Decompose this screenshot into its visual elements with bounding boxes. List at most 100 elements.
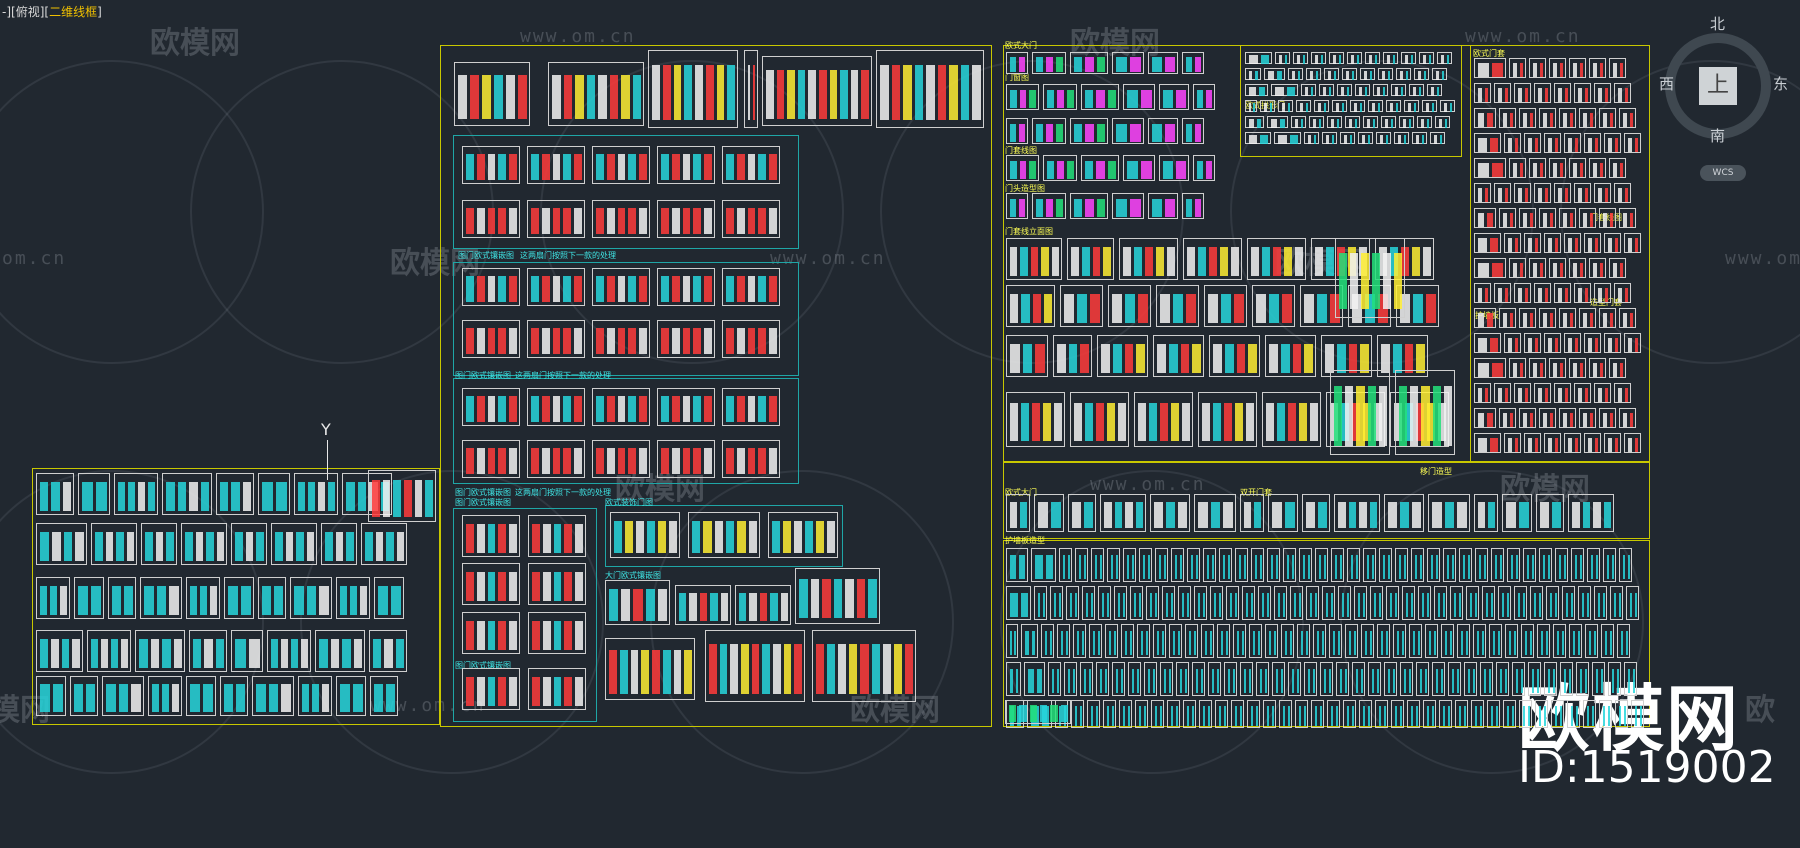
panel-e-frame[interactable] <box>605 505 843 567</box>
viewport-view-control[interactable]: -][俯视][ <box>2 5 50 19</box>
door-panel-thumbnail <box>462 388 520 426</box>
door-leaf-thumbnail <box>1119 700 1132 728</box>
panel-a-frame[interactable] <box>453 135 799 249</box>
compass-north[interactable]: 北 <box>1710 15 1726 33</box>
arch-door-thumbnail <box>1119 238 1178 280</box>
detail-thumbnail <box>1569 358 1586 378</box>
door-leaf-thumbnail <box>1105 624 1118 658</box>
panel-b-frame[interactable] <box>453 262 799 376</box>
door-leaf-thumbnail <box>1391 700 1404 728</box>
detail-thumbnail <box>1579 408 1596 428</box>
detail-thumbnail <box>1554 383 1571 403</box>
door-leaf-thumbnail <box>1489 624 1502 658</box>
arch-door-thumbnail <box>1377 335 1428 377</box>
visual-style-control[interactable]: 二维线框 <box>49 5 98 19</box>
door-elevation-thumbnail <box>321 523 357 565</box>
right-caption-3: 门套线图 <box>1005 146 1037 155</box>
door-leaf-thumbnail <box>1123 548 1136 582</box>
door-elevation-thumbnail <box>87 630 131 672</box>
door-leaf-thumbnail <box>1507 548 1520 582</box>
door-elevation-thumbnail <box>374 577 404 619</box>
drawing-frame-right-sub[interactable] <box>1240 45 1462 157</box>
door-panel-thumbnail <box>592 440 650 478</box>
watermark-url: www.om.cn <box>370 695 486 716</box>
detail-thumbnail <box>1435 116 1450 128</box>
door-leaf-thumbnail <box>1315 548 1328 582</box>
viewport-label[interactable]: -][俯视][二维线框] <box>2 3 102 20</box>
door-leaf-thumbnail <box>1512 662 1525 696</box>
door-leaf-thumbnail <box>1263 700 1276 728</box>
door-leaf-thumbnail <box>1395 548 1408 582</box>
door-panel-thumbnail <box>462 146 520 184</box>
door-leaf-thumbnail <box>1457 624 1470 658</box>
door-leaf-thumbnail <box>1107 548 1120 582</box>
sheet-thumbnail <box>762 56 872 126</box>
door-panel-thumbnail <box>592 388 650 426</box>
detail-thumbnail <box>1599 108 1616 128</box>
panel-e-caption: 欧式装饰门图 <box>605 498 653 507</box>
door-elevation-thumbnail <box>78 473 110 515</box>
detail-thumbnail <box>1539 108 1556 128</box>
detail-thumbnail <box>1264 68 1285 80</box>
door-leaf-thumbnail <box>1279 700 1292 728</box>
bottom-caption-2: 护墙板造型 <box>1005 536 1045 545</box>
door-elevation-thumbnail <box>369 630 407 672</box>
drawing-frame-far-right[interactable] <box>1470 45 1650 462</box>
door-leaf-thumbnail <box>1416 662 1429 696</box>
detail-thumbnail <box>1112 118 1144 144</box>
detail-thumbnail <box>1554 83 1571 103</box>
detail-thumbnail <box>1624 333 1641 353</box>
detail-thumbnail <box>1619 208 1636 228</box>
door-leaf-thumbnail <box>1427 548 1440 582</box>
panel-c-frame[interactable] <box>453 378 799 484</box>
door-leaf-thumbnail <box>1619 548 1632 582</box>
door-leaf-thumbnail <box>1215 700 1228 728</box>
detail-thumbnail <box>1430 132 1445 144</box>
detail-thumbnail <box>1182 52 1204 74</box>
detail-thumbnail <box>1599 408 1616 428</box>
door-leaf-thumbnail <box>1368 662 1381 696</box>
door-panel-thumbnail <box>722 268 780 306</box>
door-leaf-thumbnail <box>1146 586 1159 620</box>
drawing-frame-bottom[interactable] <box>1003 540 1650 727</box>
drawing-frame-mid-strip[interactable] <box>1003 462 1650 539</box>
viewcube-compass-ring[interactable] <box>1665 33 1771 139</box>
arch-door-thumbnail <box>1204 285 1247 327</box>
viewcube-top-face[interactable]: 上 <box>1699 67 1737 105</box>
door-leaf-thumbnail <box>1521 624 1534 658</box>
decor-thumbnail <box>768 512 838 558</box>
panel-d-frame[interactable] <box>453 508 597 722</box>
viewcube[interactable]: 上 北 南 西 东 <box>1659 15 1795 145</box>
arch-door-thumbnail <box>1006 285 1055 327</box>
detail-thumbnail <box>1182 193 1204 219</box>
door-leaf-thumbnail <box>1258 586 1271 620</box>
door-leaf-thumbnail <box>1384 662 1397 696</box>
compass-west[interactable]: 西 <box>1659 75 1675 93</box>
door-leaf-thumbnail <box>1555 548 1568 582</box>
door-leaf-thumbnail <box>1569 624 1582 658</box>
compass-east[interactable]: 东 <box>1773 75 1789 93</box>
detail-thumbnail <box>1474 358 1506 378</box>
arch-door-thumbnail <box>1153 335 1204 377</box>
drawing-frame-center[interactable] <box>440 45 992 727</box>
door-panel-thumbnail <box>657 268 715 306</box>
door-leaf-thumbnail <box>1434 586 1447 620</box>
door-leaf-thumbnail <box>1402 586 1415 620</box>
detail-thumbnail <box>1378 68 1393 80</box>
door-panel-thumbnail <box>722 320 780 358</box>
door-elevation-thumbnail <box>114 473 158 515</box>
detail-thumbnail <box>1395 370 1455 455</box>
detail-thumbnail <box>1574 83 1591 103</box>
wcs-menu-button[interactable]: WCS <box>1700 165 1746 181</box>
detail-thumbnail <box>1474 308 1496 328</box>
detail-thumbnail <box>1519 308 1536 328</box>
door-elevation-thumbnail <box>224 577 254 619</box>
door-panel-thumbnail <box>528 563 586 605</box>
compass-south[interactable]: 南 <box>1710 127 1726 145</box>
detail-thumbnail <box>1589 58 1606 78</box>
door-elevation-thumbnail <box>220 676 248 716</box>
detail-thumbnail <box>1123 84 1155 110</box>
detail-thumbnail <box>1504 333 1521 353</box>
drawing-frame-left[interactable] <box>32 468 440 725</box>
detail-thumbnail <box>1624 433 1641 453</box>
